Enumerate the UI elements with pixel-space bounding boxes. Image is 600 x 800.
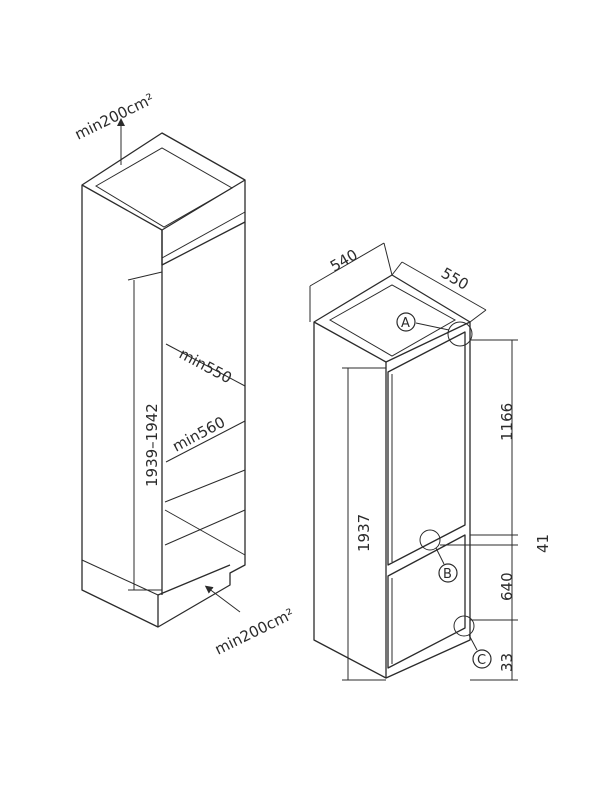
callout-c-label: C [477, 653, 486, 668]
appliance-height-label: 1937 [355, 514, 373, 552]
vent-bottom-label: min200cm² [212, 605, 297, 659]
vent-bottom-arrow: min200cm² [204, 585, 297, 659]
door-gap-label: 41 [534, 534, 552, 553]
callout-a-label: A [401, 316, 410, 331]
cabinet-niche [81, 132, 246, 628]
niche-depth-dimension: min550 [165, 343, 246, 388]
vent-top-label: min200cm² [72, 90, 157, 144]
vent-top-arrow: min200cm² [72, 90, 157, 165]
bottom-offset-label: 33 [498, 653, 516, 672]
niche-width-dimension: min560 [165, 413, 246, 463]
niche-depth-label: min550 [176, 345, 235, 388]
appliance-body [313, 274, 471, 679]
door-dimension-chain: 1166 41 640 33 [440, 339, 552, 681]
lower-door-height-label: 640 [498, 572, 516, 601]
callout-b-label: B [443, 567, 452, 582]
niche-height-dimension: 1939–1942 [127, 271, 163, 591]
appliance-height-dimension: 1937 [342, 367, 386, 681]
callout-c: C [453, 615, 492, 669]
upper-door-height-label: 1166 [498, 403, 516, 441]
niche-height-label: 1939–1942 [143, 403, 161, 487]
appliance-width-label: 540 [327, 246, 361, 276]
callout-b: B [419, 529, 458, 583]
appliance-depth-label: 550 [438, 264, 472, 294]
callout-a: A [396, 312, 473, 347]
